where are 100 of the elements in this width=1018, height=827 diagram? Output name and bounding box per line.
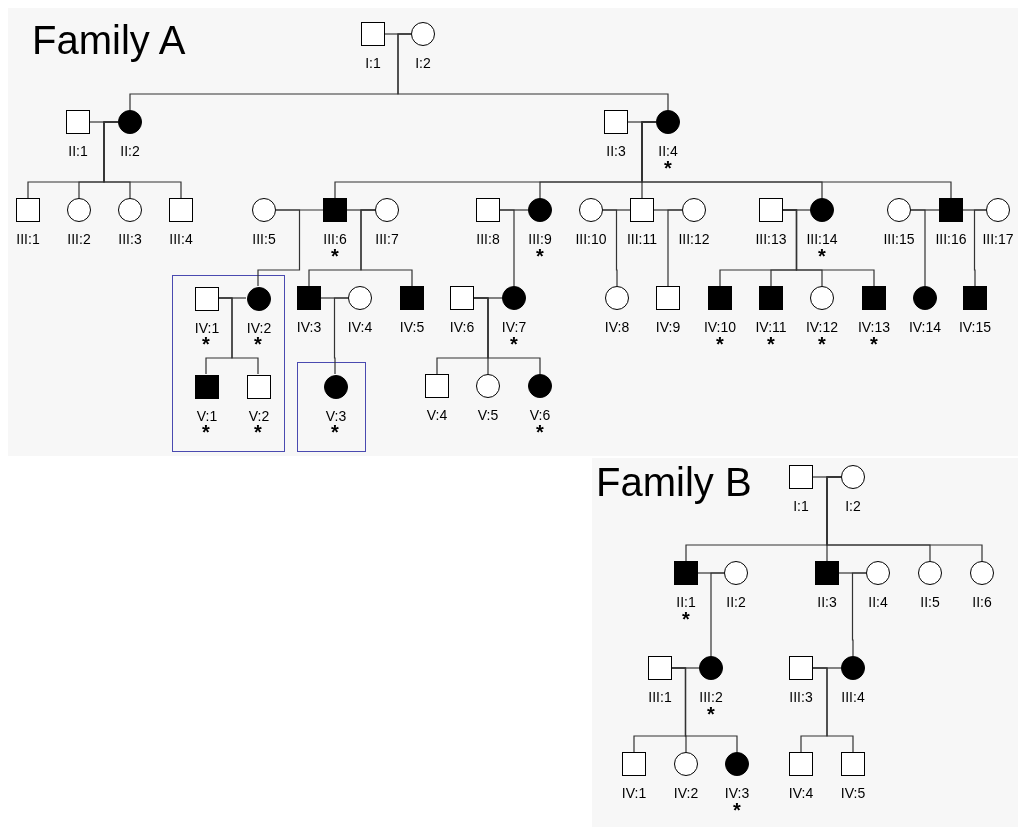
individual-label: II:2 <box>726 594 746 610</box>
descent-line <box>257 209 301 287</box>
individual-label: III:14 <box>806 231 838 247</box>
asterisk-mark: * <box>664 158 672 178</box>
asterisk-mark: * <box>254 334 262 354</box>
individual-label: IV:14 <box>908 319 942 335</box>
individual-label: IV:11 <box>755 319 787 335</box>
individual-label: II:1 <box>676 594 696 610</box>
individual-label: II:5 <box>920 594 940 610</box>
individual-label: III:12 <box>678 231 710 247</box>
individual-label: III:6 <box>323 231 347 247</box>
asterisk-mark: * <box>254 422 262 442</box>
descent-line <box>217 297 259 375</box>
individual-label: IV:3 <box>296 319 322 335</box>
individual-label: IV:2 <box>246 320 272 336</box>
individual-label: IV:12 <box>805 319 839 335</box>
individual-label: III:2 <box>67 231 91 247</box>
individual-label: II:4 <box>868 594 888 610</box>
group-frame <box>172 275 285 452</box>
individual-label: II:1 <box>68 143 88 159</box>
individual-label: I:1 <box>793 498 809 514</box>
descent-line <box>851 572 867 657</box>
descent-line <box>782 209 875 287</box>
asterisk-mark: * <box>767 334 775 354</box>
individual-label: IV:1 <box>621 785 647 801</box>
individual-label: III:8 <box>476 231 500 247</box>
individual-label: III:13 <box>755 231 787 247</box>
individual-label: V:1 <box>196 408 218 424</box>
individual-label: III:11 <box>626 231 658 247</box>
asterisk-mark: * <box>682 609 690 629</box>
individual-label: IV:6 <box>449 319 475 335</box>
individual-label: III:16 <box>935 231 967 247</box>
asterisk-mark: * <box>733 800 741 820</box>
individual-label: III:4 <box>841 689 865 705</box>
asterisk-mark: * <box>510 334 518 354</box>
individual-label: III:3 <box>789 689 813 705</box>
individual-label: II:3 <box>817 594 837 610</box>
asterisk-mark: * <box>870 334 878 354</box>
descent-line <box>397 33 669 111</box>
individual-label: IV:2 <box>673 785 699 801</box>
individual-label: III:1 <box>648 689 672 705</box>
descent-line <box>671 667 738 753</box>
individual-label: III:5 <box>252 231 276 247</box>
descent-line <box>910 209 926 287</box>
individual-label: IV:8 <box>604 319 630 335</box>
asterisk-mark: * <box>331 422 339 442</box>
descent-line <box>602 209 618 287</box>
individual-label: III:1 <box>16 231 40 247</box>
individual-label: IV:3 <box>724 785 750 801</box>
individual-label: V:4 <box>426 407 448 423</box>
asterisk-mark: * <box>536 422 544 442</box>
individual-label: V:3 <box>325 408 347 424</box>
descent-line <box>103 121 182 199</box>
individual-label: III:7 <box>375 231 399 247</box>
family-title: Family B <box>596 462 752 502</box>
individual-label: III:2 <box>699 689 723 705</box>
asterisk-mark: * <box>818 246 826 266</box>
individual-label: IV:4 <box>788 785 814 801</box>
asterisk-mark: * <box>202 422 210 442</box>
asterisk-mark: * <box>536 246 544 266</box>
descent-line <box>499 209 515 287</box>
family-panel <box>8 8 1018 456</box>
asterisk-mark: * <box>716 334 724 354</box>
individual-label: III:10 <box>575 231 607 247</box>
individual-label: IV:7 <box>501 319 527 335</box>
individual-label: IV:5 <box>399 319 425 335</box>
individual-label: III:3 <box>118 231 142 247</box>
descent-line <box>812 667 854 753</box>
individual-label: V:2 <box>248 408 270 424</box>
individual-label: IV:13 <box>857 319 891 335</box>
descent-line <box>333 297 349 375</box>
individual-label: III:9 <box>528 231 552 247</box>
individual-label: V:5 <box>477 407 499 423</box>
individual-label: IV:10 <box>703 319 737 335</box>
descent-line <box>360 209 413 287</box>
individual-label: III:15 <box>883 231 915 247</box>
individual-label: II:6 <box>972 594 992 610</box>
individual-label: IV:15 <box>958 319 992 335</box>
individual-label: II:2 <box>120 143 140 159</box>
asterisk-mark: * <box>331 246 339 266</box>
group-frame <box>297 362 366 452</box>
individual-label: II:4 <box>658 143 678 159</box>
individual-label: V:6 <box>529 407 551 423</box>
descent-line <box>667 209 683 287</box>
asterisk-mark: * <box>202 334 210 354</box>
individual-label: IV:5 <box>840 785 866 801</box>
individual-label: II:3 <box>606 143 626 159</box>
family-panel <box>592 458 1018 827</box>
individual-label: IV:9 <box>655 319 681 335</box>
individual-label: IV:1 <box>194 320 220 336</box>
individual-label: I:1 <box>365 55 381 71</box>
asterisk-mark: * <box>818 334 826 354</box>
individual-label: I:2 <box>845 498 861 514</box>
asterisk-mark: * <box>707 704 715 724</box>
descent-line <box>826 476 983 562</box>
individual-label: III:4 <box>169 231 193 247</box>
descent-line <box>473 297 541 375</box>
descent-line <box>710 572 725 657</box>
individual-label: IV:4 <box>347 319 373 335</box>
individual-label: III:17 <box>982 231 1014 247</box>
